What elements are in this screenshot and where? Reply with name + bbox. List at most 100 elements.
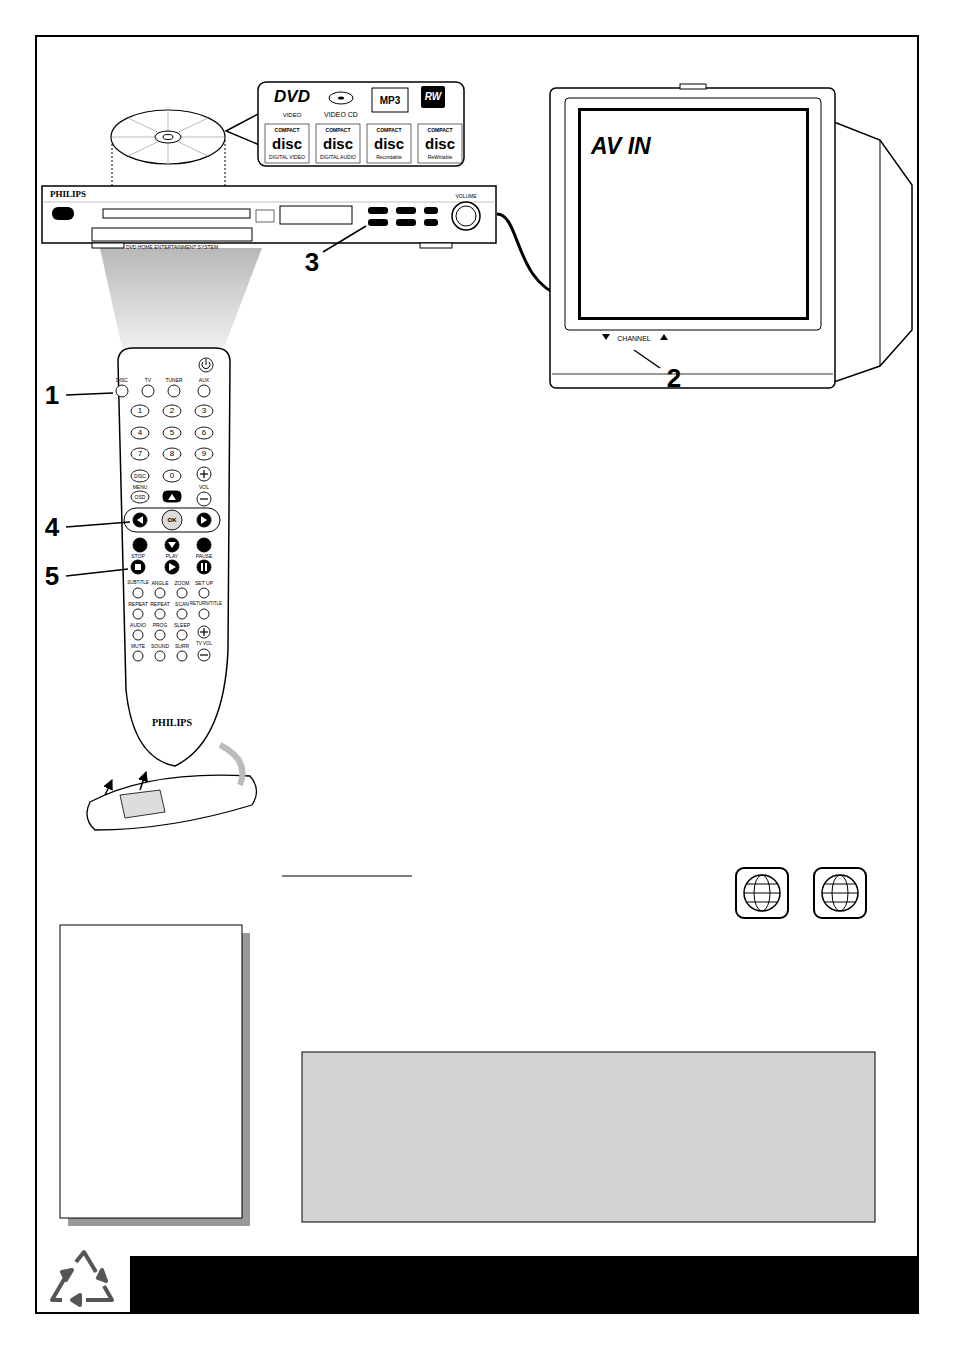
dvd-logo: DVD	[274, 88, 310, 105]
region-icon	[825, 884, 855, 885]
remote-button	[200, 470, 208, 655]
dvd-player	[92, 243, 124, 248]
button-label: MUTE	[131, 644, 145, 649]
format-logo-panel	[316, 124, 360, 163]
remote-button	[133, 513, 147, 527]
button-label: SUBTITLE	[127, 581, 149, 586]
logo-text: DIGITAL VIDEO	[269, 155, 305, 160]
remote-button	[131, 560, 145, 574]
callout-number: 3	[305, 249, 319, 275]
button-label: 6	[202, 429, 206, 437]
dvd-player	[42, 186, 496, 248]
format-logo-panel	[226, 112, 262, 146]
region-icon	[747, 884, 777, 885]
logo-text: VIDEO	[283, 112, 302, 118]
leader-line	[634, 350, 660, 368]
remote-button	[205, 563, 207, 571]
remote-control	[118, 348, 230, 766]
remote-button	[202, 359, 210, 369]
remote-button	[133, 609, 143, 619]
remote-button	[162, 510, 182, 530]
region-icon	[822, 875, 858, 911]
tv-set	[552, 374, 833, 375]
logo-text: COMPACT	[377, 128, 402, 133]
logo-text: COMPACT	[428, 128, 453, 133]
button-label: DISC	[134, 474, 146, 479]
remote-button	[163, 470, 181, 482]
control-label: CHANNEL	[617, 335, 650, 342]
remote-button	[197, 513, 211, 527]
button-label: VOL	[199, 484, 209, 489]
dvd-player	[368, 207, 388, 214]
button-label: AUX	[199, 378, 209, 383]
remote-button	[200, 498, 208, 499]
dvd-player	[424, 219, 438, 226]
remote-button	[131, 427, 149, 439]
remote-button	[197, 538, 211, 552]
recycle-symbol	[76, 1252, 96, 1272]
remote-button	[206, 359, 207, 365]
remote-button	[168, 385, 180, 397]
button-label: SOUND	[151, 644, 169, 649]
dvd-player	[42, 202, 496, 203]
tv-set	[880, 140, 881, 366]
note-box	[60, 925, 242, 1218]
remote-battery-cover	[140, 772, 146, 790]
remote-button	[142, 385, 154, 397]
remote-button	[198, 626, 210, 638]
dvd-player	[420, 243, 452, 248]
button-label: 3	[202, 407, 206, 415]
dvd-player	[452, 202, 480, 230]
format-logo-panel	[258, 82, 464, 166]
region-icon	[825, 902, 855, 903]
brand-name: PHILIPS	[50, 190, 86, 199]
region-icon	[822, 893, 858, 894]
format-logo-panel	[265, 124, 309, 163]
remote-button	[131, 470, 149, 482]
button-label: DISC	[116, 378, 128, 383]
brand-name: PHILIPS	[152, 718, 192, 728]
callout-number: 4	[45, 514, 59, 540]
button-label: PROG	[153, 623, 168, 628]
remote-button	[177, 651, 187, 661]
format-logo-panel	[338, 97, 344, 100]
button-label: PLAY	[166, 554, 178, 559]
dvd-player	[396, 219, 416, 226]
dvd-player	[103, 209, 250, 218]
button-label: ZOOM	[175, 581, 190, 586]
remote-button	[131, 448, 149, 460]
logo-text: VIDEO CD	[324, 111, 358, 118]
remote-button	[163, 491, 181, 502]
remote-button	[195, 427, 213, 439]
remote-button	[135, 494, 207, 571]
dvd-player	[456, 206, 476, 226]
remote-button	[165, 560, 179, 574]
dvd-player	[256, 210, 274, 222]
button-label: 2	[170, 407, 174, 415]
remote-button	[200, 654, 208, 655]
leader-line	[66, 569, 128, 576]
remote-button	[137, 516, 143, 524]
button-label: SET UP	[195, 581, 213, 586]
disc	[163, 135, 173, 140]
disc	[111, 110, 225, 164]
button-label: 8	[170, 450, 174, 458]
button-label: REPEAT	[128, 602, 148, 607]
tv-set	[834, 122, 912, 382]
remote-button	[203, 628, 204, 636]
button-label: SCAN	[175, 602, 189, 607]
remote-button	[163, 427, 181, 439]
remote-button	[131, 405, 149, 417]
button-label: MENU	[133, 485, 148, 490]
logo-text: ReWritable	[428, 155, 453, 160]
format-logo-panel	[329, 92, 353, 104]
callout-number: 5	[45, 563, 59, 589]
logo-text: MP3	[380, 96, 401, 106]
button-label: 7	[138, 450, 142, 458]
remote-button	[133, 651, 143, 661]
format-logo-panel	[421, 86, 445, 108]
button-label: 9	[202, 450, 206, 458]
callout-number: 2	[667, 365, 681, 391]
